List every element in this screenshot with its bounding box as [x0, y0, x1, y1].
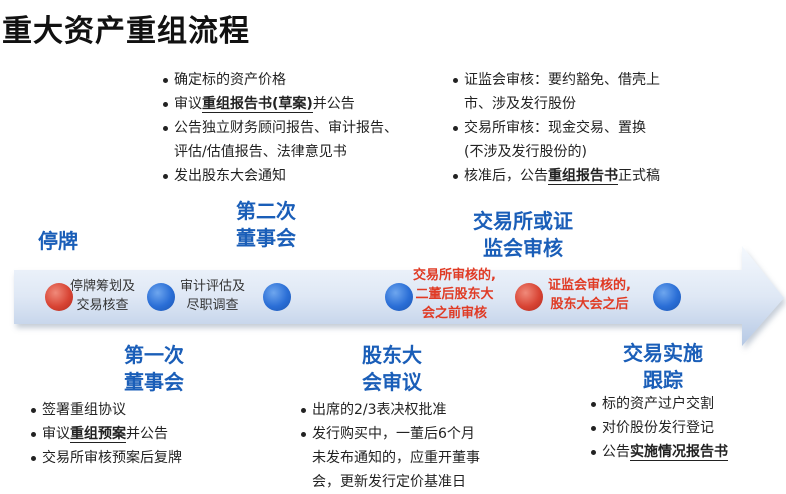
list-item: 交易所审核：现金交易、置换 [452, 116, 660, 140]
list-item-text: 出席的2/3表决权批准 [312, 402, 447, 418]
list-item-text: 会，更新发行定价基准日 [312, 474, 466, 490]
list-item-text: 公告 [602, 444, 630, 460]
list-item: 审议重组报告书(草案)并公告 [162, 92, 398, 116]
list-item-text: 评估/估值报告、法律意见书 [174, 144, 347, 160]
list-item-text: 确定标的资产价格 [174, 72, 286, 88]
stage-suspension: 停牌 [38, 229, 78, 253]
arrow-note-exchange-line1: 交易所审核的, [413, 268, 496, 283]
list-item: 出席的2/3表决权批准 [300, 398, 480, 422]
list-item-text: 证监会审核：要约豁免、借壳上 [464, 72, 660, 88]
highlight-text: 实施情况报告书 [630, 444, 728, 461]
page-title: 重大资产重组流程 [2, 14, 250, 49]
stage-implementation-line2: 跟踪 [643, 368, 683, 392]
list-item: 发出股东大会通知 [162, 164, 398, 188]
list-item-text: 市、涉及发行股份 [464, 96, 576, 112]
stage-second-board: 第二次 董事会 [236, 198, 296, 252]
milestone-dot-second-board [263, 283, 291, 311]
highlight-text: 重组报告书 [548, 168, 618, 185]
list-item: 确定标的资产价格 [162, 68, 398, 92]
list-item-text: 交易所审核：现金交易、置换 [464, 120, 646, 136]
list-item: 审议重组预案并公告 [30, 422, 182, 446]
arrow-note-csrc-line1: 证监会审核的, [548, 278, 631, 293]
list-item: 公告独立财务顾问报告、审计报告、 [162, 116, 398, 140]
stage-implementation: 交易实施 跟踪 [623, 340, 703, 394]
milestone-dot-meeting [385, 283, 413, 311]
list-item-text: 并公告 [126, 426, 168, 442]
implementation-list: 标的资产过户交割 对价股份发行登记 公告实施情况报告书 [590, 392, 728, 464]
list-item-text: 交易所审核预案后复牌 [42, 450, 182, 466]
list-item-text: 正式稿 [618, 168, 660, 184]
stage-shareholder-meeting: 股东大 会审议 [362, 342, 422, 396]
list-item-text: (不涉及发行股份的) [464, 144, 587, 160]
list-item-text: 审议 [42, 426, 70, 442]
highlight-text: 重组报告书(草案) [202, 96, 313, 113]
second-board-list: 确定标的资产价格 审议重组报告书(草案)并公告 公告独立财务顾问报告、审计报告、… [162, 68, 398, 188]
list-item-text: 公告独立财务顾问报告、审计报告、 [174, 120, 398, 136]
arrow-label-planning-line1: 停牌筹划及 [70, 279, 136, 294]
list-item: 签署重组协议 [30, 398, 182, 422]
arrow-label-audit-line1: 审计评估及 [180, 279, 246, 294]
list-item: 核准后，公告重组报告书正式稿 [452, 164, 660, 188]
list-item-text: 审议 [174, 96, 202, 112]
list-item: 交易所审核预案后复牌 [30, 446, 182, 470]
list-item-continued: 未发布通知的，应重开董事 [300, 446, 480, 470]
stage-implementation-line1: 交易实施 [623, 341, 703, 365]
list-item-text: 标的资产过户交割 [602, 396, 714, 412]
list-item-continued: 评估/估值报告、法律意见书 [162, 140, 398, 164]
exchange-review-list: 证监会审核：要约豁免、借壳上 市、涉及发行股份 交易所审核：现金交易、置换 (不… [452, 68, 660, 188]
list-item-text: 未发布通知的，应重开董事 [312, 450, 480, 466]
highlight-text: 重组预案 [70, 426, 126, 443]
arrow-note-exchange: 交易所审核的, 二董后股东大 会之前审核 [413, 266, 496, 323]
arrow-label-audit-line2: 尽职调查 [186, 298, 239, 313]
stage-first-board-line2: 董事会 [124, 370, 184, 394]
stage-first-board-line1: 第一次 [124, 343, 184, 367]
stage-shareholder-meeting-line2: 会审议 [362, 370, 422, 394]
arrow-note-exchange-line3: 会之前审核 [421, 306, 487, 321]
stage-second-board-line1: 第二次 [236, 199, 296, 223]
stage-exchange-review-line2: 监会审核 [483, 236, 563, 260]
list-item: 标的资产过户交割 [590, 392, 728, 416]
list-item-text: 并公告 [312, 96, 355, 112]
list-item: 发行购买中，一董后6个月 [300, 422, 480, 446]
list-item-text: 发出股东大会通知 [174, 168, 286, 184]
stage-exchange-review: 交易所或证 监会审核 [473, 208, 573, 262]
arrow-label-planning-line2: 交易核查 [76, 298, 129, 313]
list-item: 对价股份发行登记 [590, 416, 728, 440]
list-item-text: 签署重组协议 [42, 402, 126, 418]
stage-first-board: 第一次 董事会 [124, 342, 184, 396]
shareholder-meeting-list: 出席的2/3表决权批准 发行购买中，一董后6个月 未发布通知的，应重开董事 会，… [300, 398, 480, 494]
list-item-continued: 会，更新发行定价基准日 [300, 470, 480, 494]
list-item: 证监会审核：要约豁免、借壳上 [452, 68, 660, 92]
milestone-dot-implementation [653, 283, 681, 311]
arrow-note-csrc: 证监会审核的, 股东大会之后 [548, 276, 631, 314]
milestone-dot-first-board [147, 283, 175, 311]
list-item: 公告实施情况报告书 [590, 440, 728, 464]
list-item-continued: (不涉及发行股份的) [452, 140, 660, 164]
list-item-text: 核准后，公告 [464, 168, 548, 184]
arrow-label-planning: 停牌筹划及 交易核查 [70, 277, 135, 315]
list-item-continued: 市、涉及发行股份 [452, 92, 660, 116]
arrow-label-audit: 审计评估及 尽职调查 [180, 277, 245, 315]
stage-second-board-line2: 董事会 [236, 226, 296, 250]
stage-shareholder-meeting-line1: 股东大 [362, 343, 422, 367]
first-board-list: 签署重组协议 审议重组预案并公告 交易所审核预案后复牌 [30, 398, 182, 470]
stage-exchange-review-line1: 交易所或证 [473, 209, 573, 233]
arrow-note-exchange-line2: 二董后股东大 [415, 287, 494, 302]
list-item-text: 发行购买中，一董后6个月 [312, 426, 475, 442]
milestone-dot-suspension [45, 283, 73, 311]
arrow-note-csrc-line2: 股东大会之后 [550, 297, 629, 312]
milestone-dot-exchange-review [515, 283, 543, 311]
list-item-text: 对价股份发行登记 [602, 420, 714, 436]
